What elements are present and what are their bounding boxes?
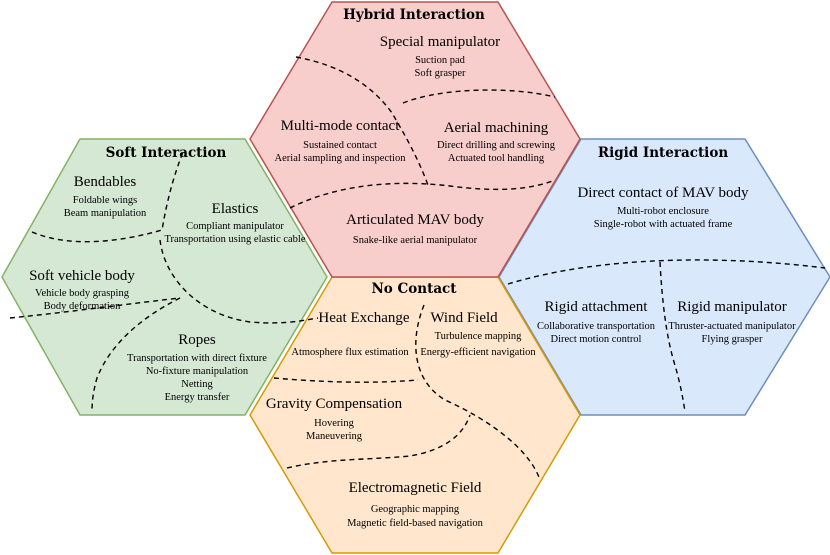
hybrid-title: Hybrid Interaction <box>343 7 485 23</box>
hybrid-divider-articulated <box>289 179 556 209</box>
nocontact-divider-heat <box>273 377 419 383</box>
elastics-label: Elastics <box>212 201 259 217</box>
bendables-item: Beam manipulation <box>64 208 147 219</box>
articulated-item: Snake-like aerial manipulator <box>353 235 478 246</box>
gravity-item: Maneuvering <box>306 431 363 442</box>
direct-item: Multi-robot enclosure <box>617 206 709 217</box>
attachment-item: Direct motion control <box>551 334 642 345</box>
wind-item: Energy-efficient navigation <box>420 347 536 358</box>
heat-item: Atmosphere flux estimation <box>291 347 409 358</box>
soft-divider-elastics <box>159 239 319 324</box>
articulated-body-label: Articulated MAV body <box>346 212 484 228</box>
electromagnetic-field-label: Electromagnetic Field <box>349 480 482 496</box>
ropes-item: Transportation with direct fixture <box>127 353 267 364</box>
soft-title: Soft Interaction <box>106 145 227 161</box>
manipulator-item: Thruster-actuated manipulator <box>668 321 796 332</box>
soft-divider-ropes <box>9 297 181 413</box>
aerial-machining-label: Aerial machining <box>444 120 549 136</box>
soft-vehicle-body-label: Soft vehicle body <box>29 268 135 284</box>
rigid-attachment-label: Rigid attachment <box>545 299 649 315</box>
multimode-item: Sustained contact <box>303 140 377 151</box>
rigid-divider-vertical <box>659 261 686 413</box>
direct-contact-label: Direct contact of MAV body <box>577 185 749 201</box>
ropes-item: Netting <box>181 379 213 390</box>
soft-hexagon <box>1 138 328 416</box>
attachment-item: Collaborative transportation <box>537 321 656 332</box>
nocontact-divider-gravity <box>286 414 471 469</box>
ropes-item: Energy transfer <box>165 392 230 403</box>
wind-item: Turbulence mapping <box>435 331 523 342</box>
vehicle-item: Vehicle body grasping <box>35 288 130 299</box>
no-contact-title: No Contact <box>371 281 457 297</box>
rigid-manipulator-label: Rigid manipulator <box>677 299 787 315</box>
em-item: Magnetic field-based navigation <box>347 518 484 529</box>
special-item: Suction pad <box>415 55 466 66</box>
wind-field-label: Wind Field <box>430 310 498 326</box>
hybrid-hexagon <box>249 1 581 278</box>
hybrid-divider-machining <box>402 89 556 104</box>
special-manipulator-label: Special manipulator <box>380 34 500 50</box>
bendables-item: Foldable wings <box>73 195 137 206</box>
rigid-title: Rigid Interaction <box>598 145 728 161</box>
heat-exchange-label: Heat Exchange <box>318 310 410 326</box>
rigid-divider-horizontal <box>507 259 826 285</box>
elastics-item: Transportation using elastic cable <box>164 234 305 245</box>
manipulator-item: Flying grasper <box>702 334 763 345</box>
machining-item: Actuated tool handling <box>448 153 545 164</box>
ropes-item: No-fixture manipulation <box>146 366 249 377</box>
gravity-item: Hovering <box>314 418 354 429</box>
hybrid-divider-special <box>295 56 429 186</box>
direct-item: Single-robot with actuated frame <box>594 219 733 230</box>
bendables-label: Bendables <box>74 174 137 190</box>
elastics-item: Compliant manipulator <box>186 221 284 232</box>
special-item: Soft grasper <box>414 68 466 79</box>
multimode-contact-label: Multi-mode contact <box>281 118 401 134</box>
multimode-item: Aerial sampling and inspection <box>275 153 407 164</box>
gravity-compensation-label: Gravity Compensation <box>266 396 403 412</box>
em-item: Geographic mapping <box>371 504 460 515</box>
machining-item: Direct drilling and screwing <box>437 140 556 151</box>
vehicle-item: Body deformation <box>44 301 121 312</box>
ropes-label: Ropes <box>178 332 216 348</box>
rigid-hexagon <box>498 138 830 416</box>
nocontact-divider-wind <box>415 304 541 481</box>
